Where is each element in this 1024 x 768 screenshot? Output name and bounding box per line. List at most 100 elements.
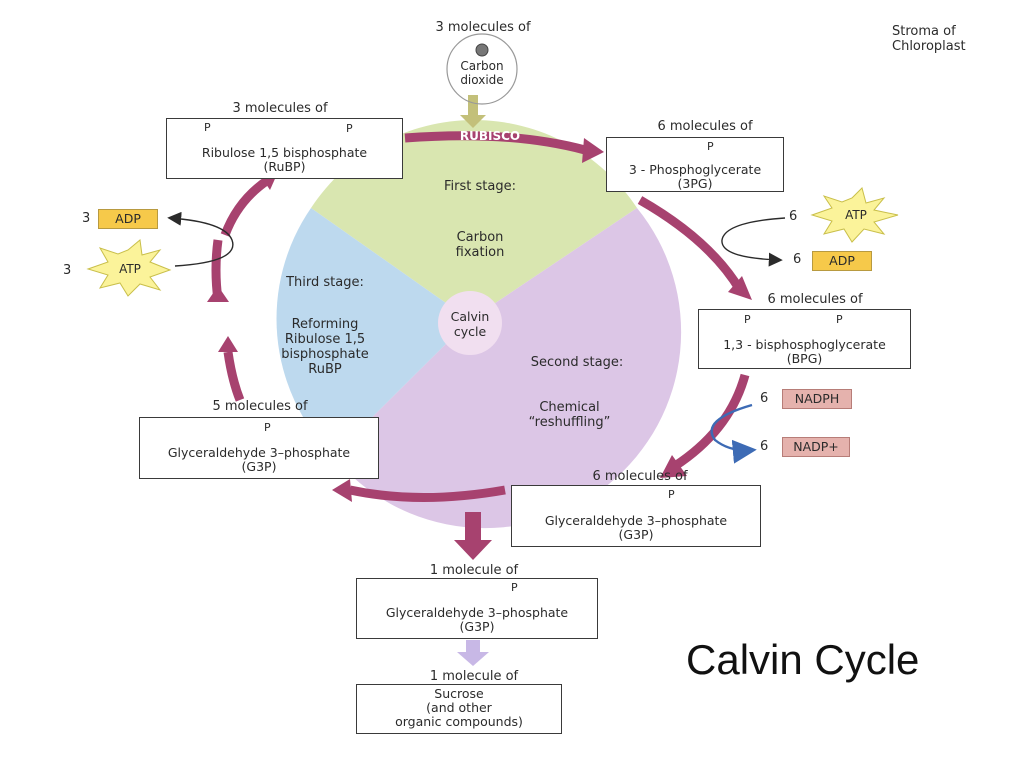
g3p-left-box: Glyceraldehyde 3–phosphate (G3P) [139, 417, 379, 479]
arc-arrow-left-lower [223, 351, 245, 402]
g3p-right-line2: (G3P) [618, 527, 654, 542]
nadp-badge: NADP+ [782, 437, 850, 457]
left-atp-number: 3 [63, 263, 72, 278]
second-stage-desc: Chemical “reshuffling” [512, 400, 627, 430]
third-stage-line2: Ribulose 1,5 [284, 332, 366, 347]
stroma-label: Stroma of Chloroplast [892, 24, 966, 54]
bpg-p-right: P [836, 313, 843, 326]
second-stage-sector [333, 208, 682, 529]
arc-arrow-top [404, 131, 587, 155]
arc-arrow-left-upper [220, 176, 271, 237]
arrowhead-left-lower [218, 336, 238, 352]
pg3-box: 3 - Phosphoglycerate (3PG) [606, 137, 784, 192]
rubisco-label: RUBISCO [459, 129, 521, 143]
pg3-line2: (3PG) [677, 176, 713, 191]
first-stage-title: First stage: [444, 179, 516, 194]
rubp-p-right: P [346, 122, 353, 135]
arrowhead-bottom [332, 479, 352, 502]
g3p-out-line1: Glyceraldehyde 3–phosphate [385, 605, 569, 620]
center-line1: Calvin [450, 309, 490, 324]
g3p-right-p: P [668, 488, 675, 501]
nadph-curve [710, 403, 757, 464]
bpg-p-left: P [744, 313, 751, 326]
nadph-number: 6 [760, 391, 769, 406]
co2-input-arrow [460, 95, 486, 128]
g3p-left-line2: (G3P) [241, 459, 277, 474]
sucrose-box: Sucrose (and other organic compounds) [356, 684, 562, 734]
third-stage-line1: Reforming [291, 317, 359, 332]
co2-molecule [446, 33, 518, 105]
second-stage-line2: “reshuffling” [528, 415, 611, 430]
nadph-badge: NADPH [782, 389, 852, 409]
atp-burst-left [86, 239, 172, 297]
right-energy-curve [721, 217, 786, 267]
first-stage-line2: fixation [455, 245, 505, 260]
stroma-line1: Stroma of [892, 24, 956, 39]
g3p-left-line1: Glyceraldehyde 3–phosphate [167, 445, 351, 460]
arc-arrow-right-upper [637, 196, 744, 293]
pg3-line1: 3 - Phosphoglycerate [628, 162, 762, 177]
slide-title: Calvin Cycle [686, 636, 920, 683]
center-line2: cycle [453, 324, 487, 339]
right-adp-number: 6 [793, 252, 802, 267]
sucrose-line2: (and other [426, 700, 492, 715]
co2-label: Carbon dioxide [452, 59, 512, 87]
pg3-p: P [707, 140, 714, 153]
bpg-line2: (BPG) [786, 351, 823, 366]
g3p-right-count: 6 molecules of [592, 469, 688, 484]
co2-count: 3 molecules of [435, 20, 531, 35]
arrowhead-left-mid [207, 286, 229, 302]
g3p-left-p: P [264, 421, 271, 434]
left-energy-curve [167, 211, 234, 267]
arrowhead-top [582, 138, 604, 163]
atp-burst-right [810, 187, 899, 243]
g3p-output-arrow [454, 512, 492, 560]
rubp-p-left: P [204, 121, 211, 134]
third-stage-line4: RuBP [308, 362, 342, 377]
bpg-box: 1,3 - bisphosphoglycerate (BPG) [698, 309, 911, 369]
left-adp-number: 3 [82, 211, 91, 226]
third-stage-sector [276, 208, 470, 456]
stroma-line2: Chloroplast [892, 39, 966, 54]
first-stage-desc: Carbon fixation [425, 230, 535, 260]
right-atp-label: ATP [845, 208, 867, 222]
third-stage-line3: bisphosphate [281, 347, 369, 362]
sucrose-line1: Sucrose [434, 686, 484, 701]
second-stage-line1: Chemical [539, 400, 600, 415]
first-stage-line1: Carbon [456, 230, 504, 245]
g3p-left-count: 5 molecules of [212, 399, 308, 414]
second-stage-title: Second stage: [530, 355, 624, 370]
arc-arrow-right-lower [672, 373, 750, 470]
left-adp-badge: ADP [98, 209, 158, 229]
third-stage-desc: Reforming Ribulose 1,5 bisphosphate RuBP [265, 317, 385, 377]
rubp-line1: Ribulose 1,5 bisphosphate [201, 145, 368, 160]
rubp-line2: (RuBP) [263, 159, 306, 174]
third-stage-title: Third stage: [286, 275, 364, 290]
right-adp-badge: ADP [812, 251, 872, 271]
g3p-out-p: P [511, 581, 518, 594]
sucrose-count: 1 molecule of [429, 669, 519, 684]
bpg-count: 6 molecules of [767, 292, 863, 307]
sucrose-line3: organic compounds) [395, 714, 523, 729]
rubp-count: 3 molecules of [232, 101, 328, 116]
co2-line2: dioxide [460, 73, 504, 87]
sucrose-arrow [457, 640, 489, 666]
arrowhead-right-lower [660, 455, 687, 478]
pg3-count: 6 molecules of [657, 119, 753, 134]
g3p-out-box: Glyceraldehyde 3–phosphate (G3P) [356, 578, 598, 639]
g3p-right-box: Glyceraldehyde 3–phosphate (G3P) [511, 485, 761, 547]
g3p-out-count: 1 molecule of [429, 563, 519, 578]
g3p-out-line2: (G3P) [459, 619, 495, 634]
co2-line1: Carbon [460, 59, 504, 73]
calvin-cycle-center [438, 291, 502, 355]
cycle-arrowheads [207, 138, 752, 502]
center-label: Calvin cycle [438, 309, 502, 339]
g3p-right-line1: Glyceraldehyde 3–phosphate [544, 513, 728, 528]
arc-arrow-bottom [349, 485, 506, 502]
right-atp-number: 6 [789, 209, 798, 224]
bpg-line1: 1,3 - bisphosphoglycerate [723, 337, 886, 352]
left-atp-label: ATP [119, 262, 141, 276]
rubp-box: Ribulose 1,5 bisphosphate (RuBP) [166, 118, 403, 179]
arrowhead-right-upper [728, 276, 752, 300]
